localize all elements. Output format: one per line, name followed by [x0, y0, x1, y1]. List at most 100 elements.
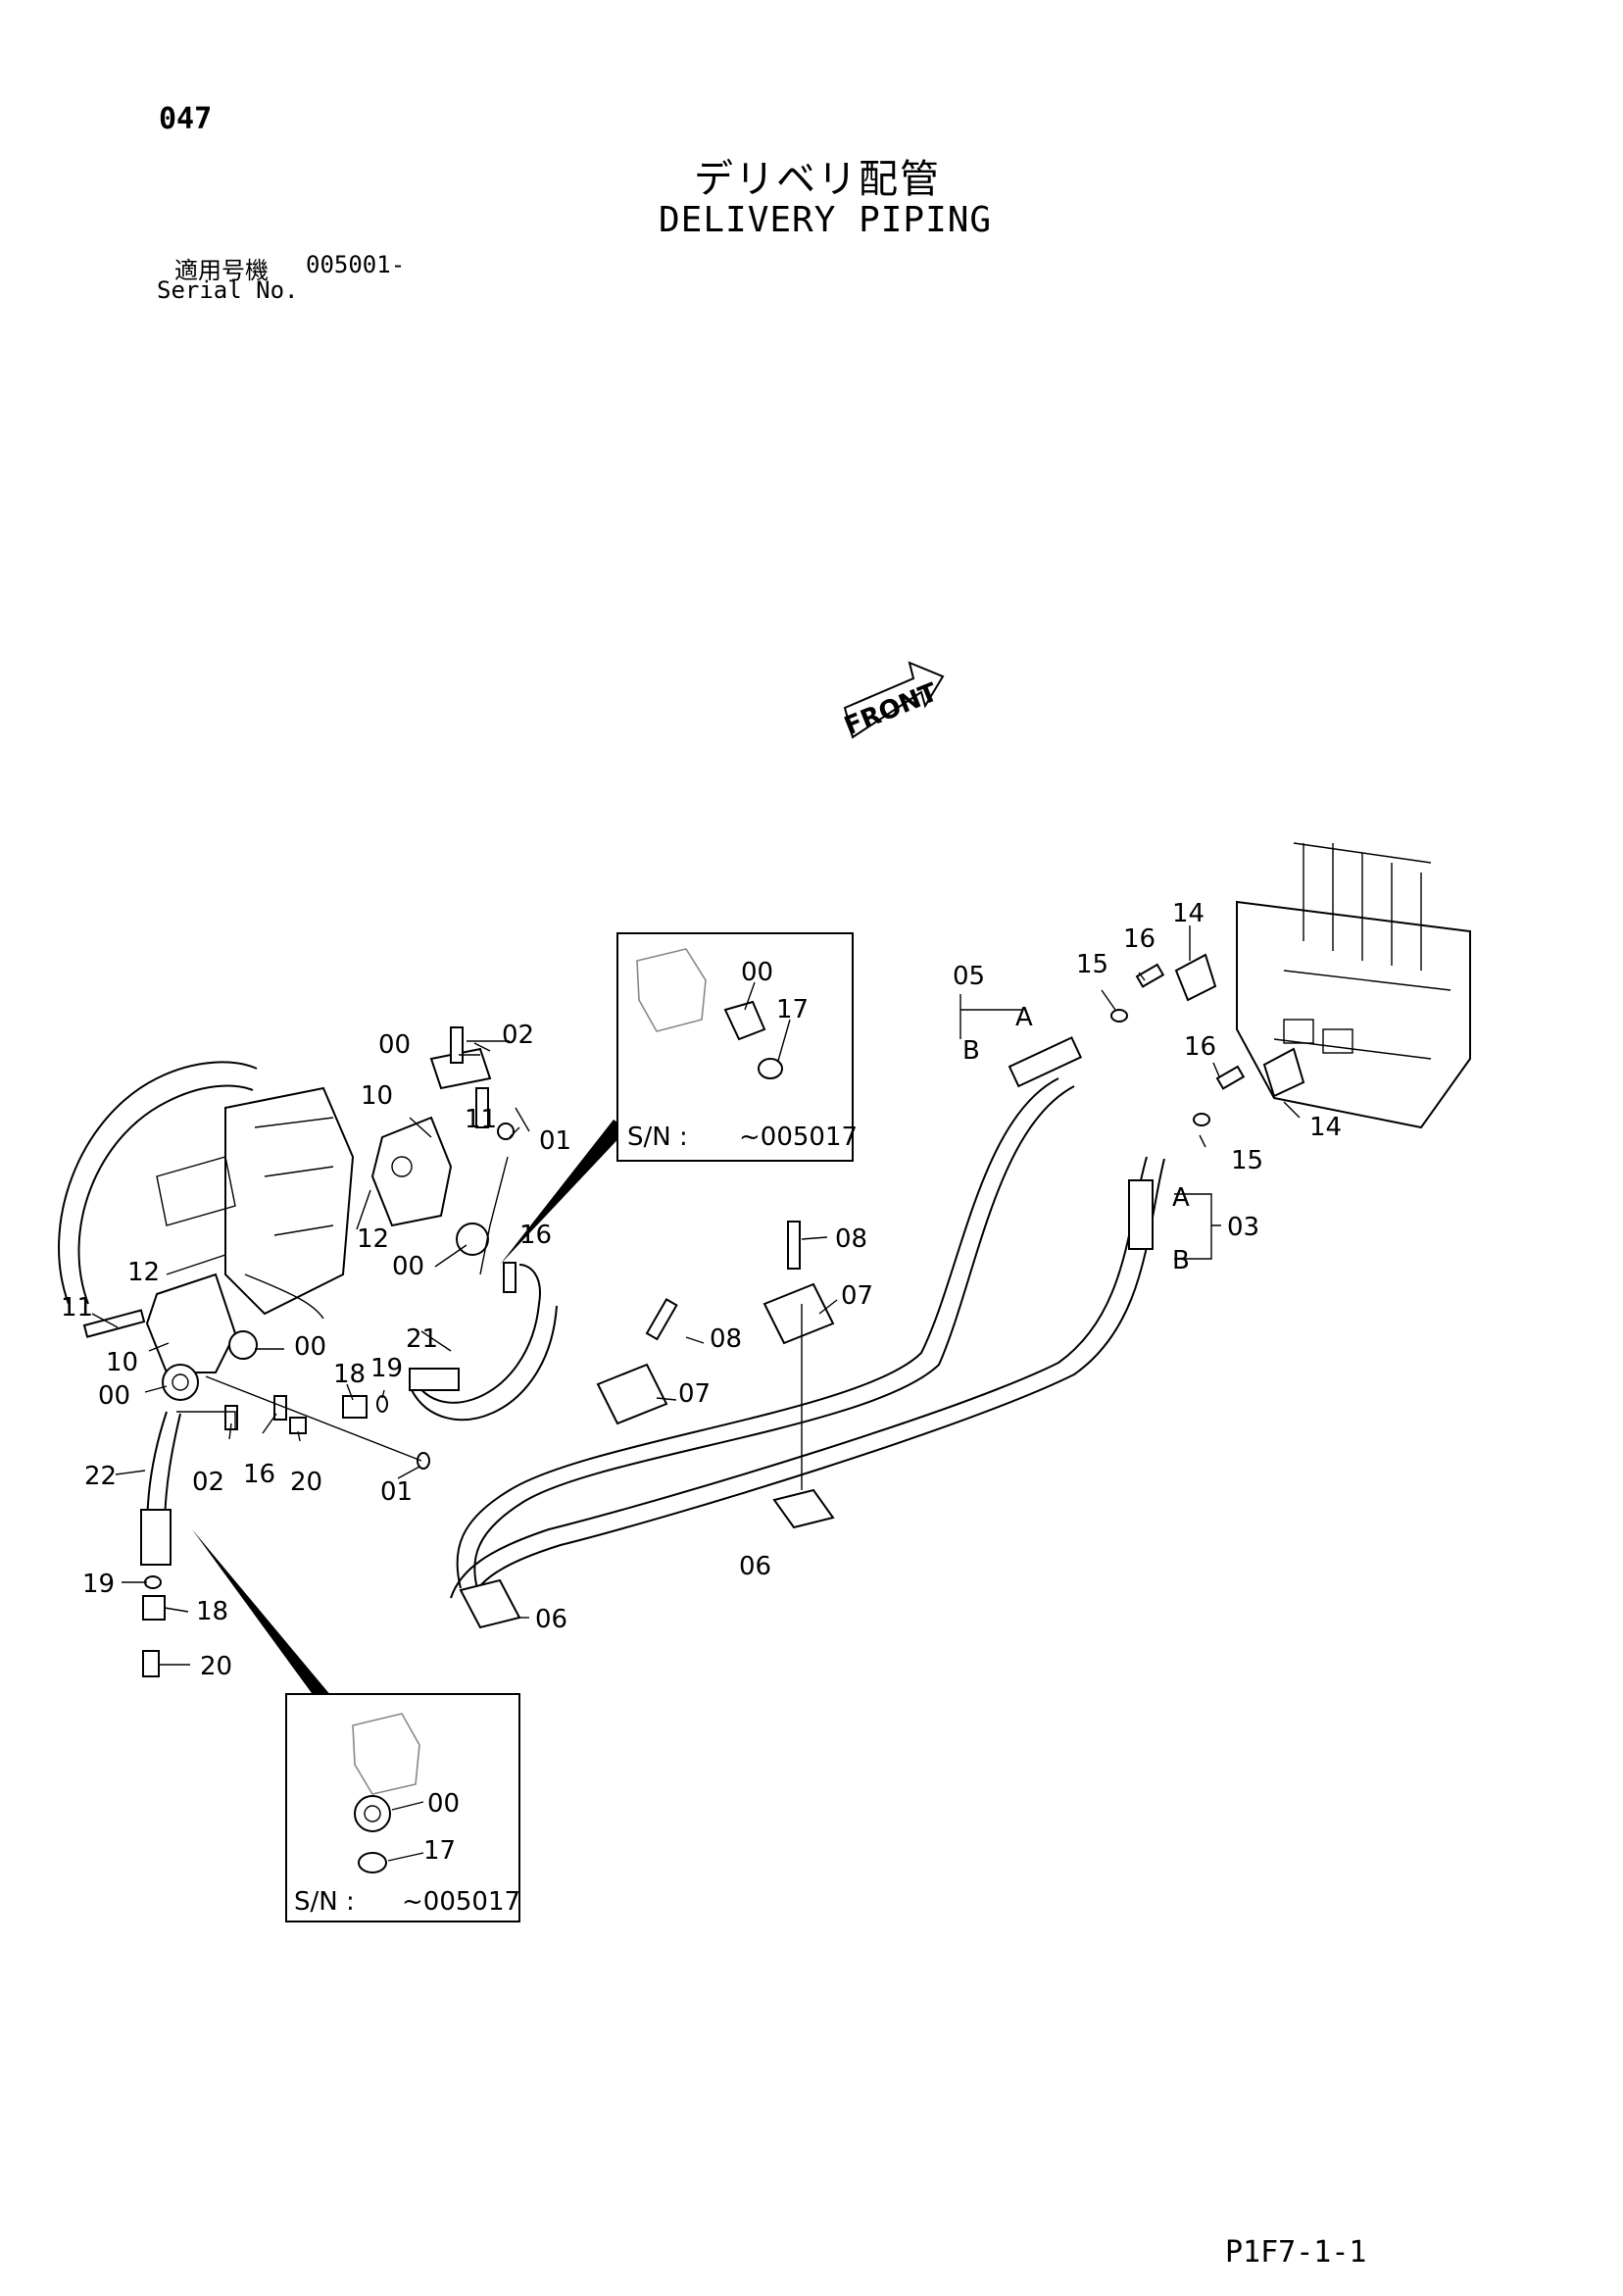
page-number: 047 [159, 102, 213, 136]
callout-19-low: 19 [82, 1570, 115, 1599]
callout-06-bottom: 06 [535, 1605, 567, 1634]
callout-10-top: 10 [361, 1081, 393, 1111]
control-valve-assembly [1236, 842, 1471, 1129]
inset-bottom-sn-label: S/N : [294, 1887, 355, 1917]
inset-bottom-box: 00 17 S/N : ~005017 [285, 1693, 520, 1922]
bolt-08-top [787, 1221, 801, 1270]
split-flange-00-top [429, 1047, 492, 1090]
callout-00-nut: 00 [98, 1381, 130, 1411]
hose-22 [140, 1411, 181, 1566]
page-title: DELIVERY PIPING [659, 200, 993, 240]
callout-19: 19 [370, 1354, 403, 1383]
nut-00 [162, 1364, 199, 1401]
callout-07-mid: 07 [678, 1379, 711, 1409]
inset-top-sn-label: S/N : [627, 1123, 688, 1152]
clamp-07-mid [596, 1363, 668, 1425]
oring-19 [376, 1395, 388, 1413]
callout-20-bottom: 20 [290, 1468, 322, 1497]
callout-03-B: B [1172, 1246, 1190, 1275]
clamp-06-mid [772, 1488, 835, 1529]
bolt-08-mid [645, 1297, 678, 1341]
fitting-18-low [142, 1595, 166, 1621]
callout-02-top: 02 [502, 1021, 534, 1050]
serial-number-label: Serial No. [157, 276, 299, 304]
clamp-07-top [762, 1282, 835, 1345]
callout-16-right: 16 [1184, 1032, 1216, 1062]
callout-16-top: 16 [1123, 924, 1156, 954]
callout-22: 22 [84, 1462, 117, 1491]
callout-05-A: A [1015, 1003, 1033, 1032]
bolt-16-right [1215, 1065, 1246, 1090]
oring-01-bottom [417, 1452, 430, 1470]
inset-top-callout-17: 17 [776, 995, 809, 1024]
callout-15-top: 15 [1076, 950, 1108, 979]
applicability-serial: 005001- [306, 251, 406, 278]
inset-bottom-callout-17: 17 [423, 1836, 456, 1866]
clamp-06-bottom [459, 1578, 521, 1629]
callout-12-left: 12 [127, 1258, 160, 1287]
inset-top-box: 00 17 S/N : ~005017 [616, 932, 858, 1162]
split-flange-00-mid [456, 1223, 489, 1256]
callout-14-top: 14 [1172, 899, 1205, 928]
callout-11-left: 11 [61, 1293, 93, 1323]
inset-top-callout-00: 00 [741, 958, 773, 987]
plug-20-low [142, 1650, 160, 1677]
callout-00-left: 00 [294, 1332, 326, 1362]
bolt-16-top [1135, 963, 1165, 988]
callout-00-top: 00 [378, 1030, 411, 1060]
callout-03: 03 [1227, 1213, 1259, 1242]
callout-labels: 00 02 10 11 01 12 16 00 12 11 10 00 00 1… [61, 899, 1342, 1681]
callout-01-bottom: 01 [380, 1477, 413, 1507]
applicability-label: 適用号機 [174, 257, 269, 284]
flange-block-10-lower [145, 1273, 237, 1373]
split-flange-14-top [1174, 953, 1217, 1002]
callout-00-mid: 00 [392, 1252, 424, 1281]
inset-pointer-top [500, 1120, 627, 1265]
page-footer-code: P1F7-1-1 [1225, 2235, 1367, 2270]
bolt-16-mid [503, 1262, 516, 1293]
callout-08-top: 08 [835, 1224, 867, 1254]
callout-06-mid: 06 [739, 1552, 771, 1581]
callout-11-top: 11 [465, 1105, 497, 1134]
split-flange-14-right [1262, 1047, 1305, 1098]
callout-16-bottom: 16 [243, 1460, 275, 1489]
callout-01-top: 01 [539, 1126, 571, 1156]
callout-05: 05 [953, 962, 985, 991]
fitting-18 [342, 1395, 368, 1419]
inset-bottom-sn-value: ~005017 [402, 1887, 520, 1917]
inset-top-sn-value: ~005017 [739, 1123, 858, 1152]
callout-18: 18 [333, 1360, 366, 1389]
inset-bottom-callout-00: 00 [427, 1789, 460, 1819]
callout-08-mid: 08 [710, 1324, 742, 1354]
hose-03 [450, 1156, 1165, 1607]
callout-16-mid: 16 [519, 1221, 552, 1250]
hose-21 [409, 1264, 558, 1422]
front-arrow-marker: FRONT [840, 661, 945, 741]
callout-14-right: 14 [1309, 1113, 1342, 1142]
oring-01-top [497, 1123, 515, 1140]
callout-05-B: B [962, 1036, 980, 1066]
oring-15-right [1193, 1113, 1210, 1126]
callout-12-mid: 12 [357, 1224, 389, 1254]
bolt-11-left [82, 1309, 146, 1338]
oring-15-top [1110, 1009, 1128, 1023]
callout-07-top: 07 [841, 1281, 873, 1311]
callout-15-right: 15 [1231, 1146, 1263, 1175]
hydraulic-pump-assembly [58, 1061, 355, 1320]
split-flange-00-left [228, 1330, 258, 1360]
flange-block-10-upper [370, 1116, 453, 1227]
callout-10-left: 10 [106, 1348, 138, 1377]
plug-20-bottom [289, 1417, 307, 1434]
callout-20-low: 20 [200, 1652, 232, 1681]
callout-21: 21 [406, 1324, 438, 1354]
callout-03-A: A [1172, 1183, 1190, 1213]
oring-19-low [144, 1575, 162, 1589]
page-title-japanese: デリベリ配管 [694, 157, 941, 202]
callout-02-bottom: 02 [192, 1468, 224, 1497]
inset-pointer-bottom [192, 1529, 331, 1704]
bolt-02-top [450, 1026, 464, 1064]
leader-lines [91, 925, 1301, 1666]
callout-18-low: 18 [196, 1597, 228, 1626]
bolt-11-top [475, 1087, 489, 1128]
